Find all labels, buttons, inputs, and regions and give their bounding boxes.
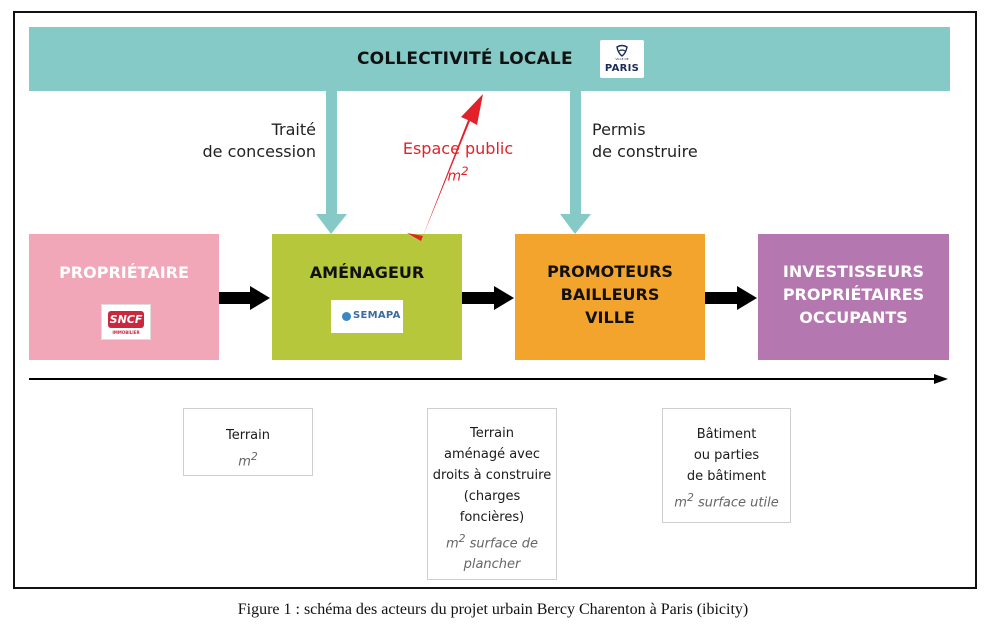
actor-investisseurs-line: PROPRIÉTAIRES xyxy=(782,285,925,304)
label-traite-concession: Traité de concession xyxy=(175,119,317,163)
note-line: foncières) xyxy=(459,510,525,525)
note-unit: m2 surface utile xyxy=(674,491,779,511)
label-espace-unit: m2 xyxy=(447,164,469,185)
actor-investisseurs-line: INVESTISSEURS xyxy=(782,262,925,281)
actor-promoteurs-line: VILLE xyxy=(585,308,635,327)
actor-amenageur: AMÉNAGEUR SEMAPA xyxy=(272,234,462,360)
note-line: Terrain xyxy=(225,428,270,443)
semapa-logo: SEMAPA xyxy=(331,300,403,333)
note-unit: m2 xyxy=(238,450,258,470)
actor-amenageur-line: AMÉNAGEUR xyxy=(309,263,425,282)
actor-investisseurs: INVESTISSEURS PROPRIÉTAIRES OCCUPANTS xyxy=(758,234,949,360)
actor-investisseurs-line: OCCUPANTS xyxy=(799,308,908,327)
note-terrain-amenage: Terrain aménagé avec droits à construire… xyxy=(427,408,557,580)
note-line: droits à construire xyxy=(432,468,552,483)
note-line: Bâtiment xyxy=(696,427,757,442)
label-permis-line: de construire xyxy=(592,142,698,161)
paris-emblem-icon xyxy=(616,44,628,57)
label-traite-line: Traité xyxy=(271,120,316,139)
note-unit: plancher xyxy=(463,557,521,573)
note-unit: m2 surface de xyxy=(445,532,539,552)
actor-promoteurs: PROMOTEURS BAILLEURS VILLE xyxy=(515,234,705,360)
ville-de-paris-logo: VILLE DE PARIS xyxy=(600,40,644,78)
note-terrain: Terrain m2 xyxy=(183,408,313,476)
actor-promoteurs-name: PROMOTEURS BAILLEURS VILLE xyxy=(515,260,705,329)
note-batiment: Bâtiment ou parties de bâtiment m2 surfa… xyxy=(662,408,791,523)
figure-caption: Figure 1 : schéma des acteurs du projet … xyxy=(237,601,749,618)
sncf-logo-sub: IMMOBILIER xyxy=(112,330,140,335)
label-espace-text: Espace public xyxy=(402,139,514,158)
actor-proprietaire-line: PROPRIÉTAIRE xyxy=(59,263,189,282)
note-line: ou parties xyxy=(693,448,760,463)
collectivite-banner: COLLECTIVITÉ LOCALE VILLE DE PARIS xyxy=(29,27,950,91)
label-espace-public: Espace public m2 xyxy=(394,138,522,188)
sncf-immobilier-logo: SNCF IMMOBILIER xyxy=(101,304,151,340)
semapa-dot-icon xyxy=(342,312,351,321)
semapa-logo-text: SEMAPA xyxy=(353,310,401,321)
label-permis-line: Permis xyxy=(592,120,646,139)
actor-investisseurs-name: INVESTISSEURS PROPRIÉTAIRES OCCUPANTS xyxy=(758,260,949,329)
actor-amenageur-name: AMÉNAGEUR xyxy=(272,261,462,284)
label-traite-line: de concession xyxy=(202,142,317,161)
note-line: Terrain xyxy=(469,426,514,441)
note-line: aménagé avec xyxy=(443,447,541,462)
actor-proprietaire: PROPRIÉTAIRE SNCF IMMOBILIER xyxy=(29,234,219,360)
note-line: (charges xyxy=(463,489,521,504)
banner-title: COLLECTIVITÉ LOCALE xyxy=(357,49,573,69)
logo-small-text: VILLE DE xyxy=(615,57,629,61)
sncf-logo-mark: SNCF xyxy=(108,311,144,328)
figure-frame xyxy=(13,11,977,589)
actor-proprietaire-name: PROPRIÉTAIRE xyxy=(29,261,219,284)
actor-promoteurs-line: PROMOTEURS xyxy=(547,262,673,281)
note-line: de bâtiment xyxy=(686,469,767,484)
label-permis-construire: Permis de construire xyxy=(592,119,742,163)
actor-promoteurs-line: BAILLEURS xyxy=(560,285,660,304)
logo-main-text: PARIS xyxy=(604,63,640,74)
